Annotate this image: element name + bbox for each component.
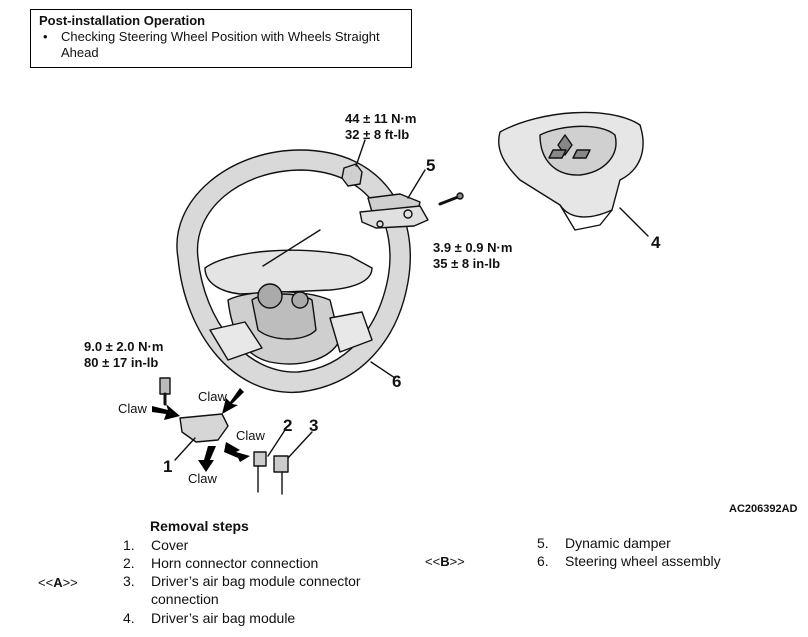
torque-nm: 9.0 ± 2.0 N·m: [84, 339, 164, 354]
tag-open: <<: [38, 575, 54, 590]
step-text: Driver’s air bag module connector: [151, 573, 361, 589]
step-number: 5.: [537, 535, 549, 551]
post-installation-note: Post-installation Operation • Checking S…: [30, 9, 412, 68]
airbag-connector: [273, 431, 313, 495]
note-title: Post-installation Operation: [39, 13, 206, 28]
claw-label: Claw: [198, 389, 227, 404]
step-text: Cover: [151, 537, 189, 553]
claw-arrows: [152, 388, 250, 472]
step-text: Horn connector connection: [151, 555, 319, 571]
tag-letter: A: [53, 575, 63, 590]
step-number: 4.: [123, 610, 135, 626]
torque-inlb: 80 ± 17 in-lb: [84, 355, 159, 370]
damper-bolt-torque-label: 3.9 ± 0.9 N·m 35 ± 8 in-lb: [433, 240, 512, 272]
callout-2: 2: [283, 416, 293, 435]
tag-close: >>: [62, 575, 78, 590]
claw-label: Claw: [236, 428, 265, 443]
air-bag-module: [498, 111, 649, 237]
step-text: Steering wheel assembly: [565, 553, 721, 569]
note-item-text: Checking Steering Wheel Position with Wh…: [61, 29, 380, 60]
steering-nut: [341, 139, 366, 187]
figure-code: AC206392AD: [729, 503, 798, 515]
cover-bolt: [159, 377, 171, 406]
procedure-tag-a: <<A>>: [38, 575, 78, 590]
horn-connector: [253, 429, 286, 493]
step-text: Driver’s air bag module: [151, 610, 296, 626]
claw-label: Claw: [118, 401, 147, 416]
leader-6: [370, 361, 396, 379]
torque-nm: 3.9 ± 0.9 N·m: [433, 240, 513, 255]
step-number: 6.: [537, 553, 549, 569]
step-number: 3.: [123, 573, 135, 589]
callout-1: 1: [163, 457, 173, 476]
cover-part: [174, 413, 229, 461]
claw-label: Claw: [188, 471, 217, 486]
nut-torque-label: 44 ± 11 N·m 32 ± 8 ft-lb: [345, 111, 416, 143]
step-text: connection: [151, 591, 219, 607]
step-text: Dynamic damper: [565, 535, 671, 551]
tag-open: <<: [425, 554, 441, 569]
note-item: • Checking Steering Wheel Position with …: [39, 29, 403, 61]
leader-hidden: [262, 229, 321, 267]
removal-steps-title: Removal steps: [150, 518, 249, 534]
callout-6: 6: [392, 372, 402, 391]
torque-nm: 44 ± 11 N·m: [345, 111, 417, 126]
callout-3: 3: [309, 416, 319, 435]
damper-bolt: [438, 192, 464, 206]
procedure-tag-b: <<B>>: [425, 554, 465, 569]
torque-ftlb: 32 ± 8 ft-lb: [345, 127, 410, 142]
tag-letter: B: [440, 554, 450, 569]
bullet-icon: •: [43, 29, 48, 44]
cover-bolt-torque-label: 9.0 ± 2.0 N·m 80 ± 17 in-lb: [84, 339, 163, 371]
callout-5: 5: [426, 156, 436, 175]
callout-4: 4: [651, 233, 661, 252]
step-number: 2.: [123, 555, 135, 571]
tag-close: >>: [449, 554, 465, 569]
dynamic-damper: [359, 169, 429, 229]
step-number: 1.: [123, 537, 135, 553]
steering-wheel-hub: [204, 249, 373, 365]
torque-inlb: 35 ± 8 in-lb: [433, 256, 501, 271]
